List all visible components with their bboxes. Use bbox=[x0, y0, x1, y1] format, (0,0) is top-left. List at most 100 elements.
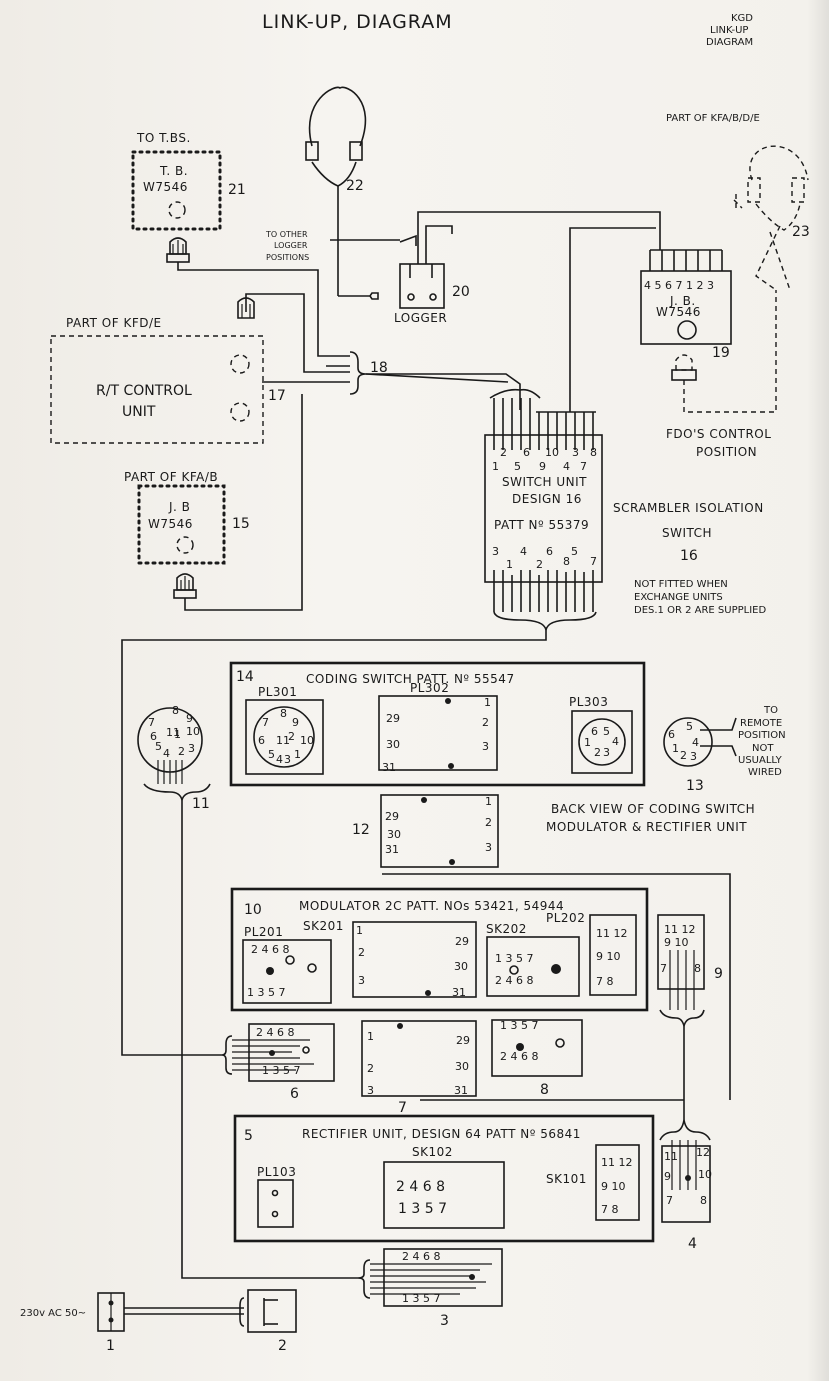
sk202-bottom-row: 2 4 6 8 bbox=[495, 974, 533, 987]
logger-jack-plug bbox=[356, 292, 379, 300]
fdo-dashed-lead bbox=[683, 290, 777, 413]
switch-top-pin-5: 5 bbox=[514, 460, 521, 473]
sk201-num-29: 29 bbox=[455, 935, 469, 948]
plug-2-box bbox=[247, 1289, 297, 1333]
pl302-num-30: 30 bbox=[386, 738, 400, 751]
headset-23-number: 23 bbox=[792, 224, 810, 240]
plug-8-box bbox=[491, 1019, 583, 1077]
not-fitted-line1: NOT FITTED WHEN bbox=[634, 579, 728, 590]
pl301-label: PL301 bbox=[258, 685, 297, 699]
plug4-pin-11: 11 bbox=[664, 1150, 678, 1163]
plug-9-number: 9 bbox=[714, 966, 723, 982]
switch-top-pin-7: 7 bbox=[580, 460, 587, 473]
jb19-pin-row: 4 5 6 7 1 2 3 bbox=[644, 279, 714, 292]
plug11-pin-7: 7 bbox=[148, 716, 155, 729]
switch-bottom-pin-8: 8 bbox=[563, 555, 570, 568]
switch-top-pin-10: 10 bbox=[545, 446, 559, 459]
plug7-num-31: 31 bbox=[454, 1084, 468, 1097]
plug11-pin-2: 2 bbox=[178, 745, 185, 758]
pl202-row-2: 9 10 bbox=[596, 950, 621, 963]
sk201-num-30: 30 bbox=[454, 960, 468, 973]
plug7-num-30: 30 bbox=[455, 1060, 469, 1073]
plug11-pin-5: 5 bbox=[155, 740, 162, 753]
switch-unit-16-box bbox=[484, 434, 603, 583]
sk201-num-3: 3 bbox=[358, 974, 365, 987]
plug11-pin-6: 6 bbox=[150, 730, 157, 743]
plug4-pin-8: 8 bbox=[700, 1194, 707, 1207]
jb19-number: 19 bbox=[712, 345, 730, 361]
plug7-num-29: 29 bbox=[456, 1034, 470, 1047]
pl303-pin-3: 3 bbox=[603, 746, 610, 759]
jb15-line1: J. B bbox=[168, 500, 190, 514]
plug-4-box bbox=[661, 1145, 711, 1223]
plug-under-tb21 bbox=[166, 237, 190, 263]
plug-3-box bbox=[383, 1248, 503, 1307]
back-view-line1: BACK VIEW OF CODING SWITCH bbox=[551, 802, 755, 816]
pl302-num-3: 3 bbox=[482, 740, 489, 753]
pl303-label: PL303 bbox=[569, 695, 608, 709]
switch-top-pin-6: 6 bbox=[523, 446, 530, 459]
pl201-socket-box bbox=[242, 939, 332, 1004]
switch-bottom-pin-3: 3 bbox=[492, 545, 499, 558]
switch-bottom-pin-2: 2 bbox=[536, 558, 543, 571]
to-other-logger-line2: LOGGER bbox=[274, 241, 308, 250]
plug-13-number: 13 bbox=[686, 778, 704, 794]
sk101-label: SK101 bbox=[546, 1172, 587, 1186]
pl301-pin-5: 5 bbox=[268, 748, 275, 761]
pl301-pin-8: 8 bbox=[280, 707, 287, 720]
to-tbs-label: TO T.BS. bbox=[136, 131, 191, 145]
pl301-socket-box bbox=[245, 699, 324, 775]
plug-9-box bbox=[657, 914, 705, 990]
plug13-pin-6: 6 bbox=[668, 728, 675, 741]
top-wiring bbox=[177, 186, 661, 412]
sk201-label: SK201 bbox=[303, 919, 344, 933]
pl303-socket-box bbox=[571, 710, 633, 774]
part-of-kfa-b-label: PART OF KFA/B bbox=[124, 470, 218, 484]
jb19-line1: J. B. bbox=[669, 294, 696, 308]
page-edge-shadow bbox=[807, 0, 829, 1381]
modulator-10-box bbox=[230, 887, 649, 1012]
plug-11-tail bbox=[143, 760, 211, 801]
to-remote-line1: TO bbox=[763, 705, 778, 716]
plug-6-wires bbox=[221, 1035, 314, 1075]
pl303-pin-6: 6 bbox=[591, 725, 598, 738]
pl301-pin-10: 10 bbox=[300, 734, 314, 747]
pl301-pin-1: 1 bbox=[294, 748, 301, 761]
coding-switch-14-box bbox=[229, 661, 646, 787]
plug-8-number: 8 bbox=[540, 1082, 549, 1098]
not-usually-line3: WIRED bbox=[748, 767, 782, 778]
main-harness-left bbox=[121, 630, 547, 1056]
modulator-number: 10 bbox=[244, 902, 262, 918]
plug7-num-2: 2 bbox=[367, 1062, 374, 1075]
switch-top-pin-1: 1 bbox=[492, 460, 499, 473]
plug-3-number: 3 bbox=[440, 1313, 449, 1329]
to-other-logger-line1: TO OTHER bbox=[265, 230, 308, 239]
plug12-num-1: 1 bbox=[485, 795, 492, 808]
pl301-pin-9: 9 bbox=[292, 716, 299, 729]
tb-box-21 bbox=[131, 150, 222, 231]
switch-unit-top-wires bbox=[489, 388, 596, 450]
plug4-pin-10: 10 bbox=[698, 1168, 712, 1181]
pl103-socket-box bbox=[257, 1179, 294, 1228]
headset-23-icon bbox=[733, 145, 809, 231]
plug3-top: 2 4 6 8 bbox=[402, 1250, 440, 1263]
rectifier-title: RECTIFIER UNIT, DESIGN 64 PATT Nº 56841 bbox=[302, 1127, 581, 1141]
plug8-bottom: 2 4 6 8 bbox=[500, 1050, 538, 1063]
plug12-num-3: 3 bbox=[485, 841, 492, 854]
plug-above-rt-control bbox=[237, 297, 255, 319]
pl302-num-1: 1 bbox=[484, 696, 491, 709]
jb-15-box bbox=[137, 484, 226, 565]
fdo-plug bbox=[671, 354, 697, 381]
plug11-pin-9: 9 bbox=[186, 712, 193, 725]
sk101-row-2: 9 10 bbox=[601, 1180, 626, 1193]
to-remote-line2: REMOTE bbox=[740, 718, 782, 729]
back-view-line2: MODULATOR & RECTIFIER UNIT bbox=[546, 820, 747, 834]
plug4-pin-7: 7 bbox=[666, 1194, 673, 1207]
plug11-pin-10: 10 bbox=[186, 725, 200, 738]
plug-2-number: 2 bbox=[278, 1338, 287, 1354]
plug7-num-1: 1 bbox=[367, 1030, 374, 1043]
not-usually-line2: USUALLY bbox=[738, 755, 783, 766]
jb19-terminal-circle bbox=[677, 320, 697, 340]
pl302-num-31: 31 bbox=[382, 761, 396, 774]
